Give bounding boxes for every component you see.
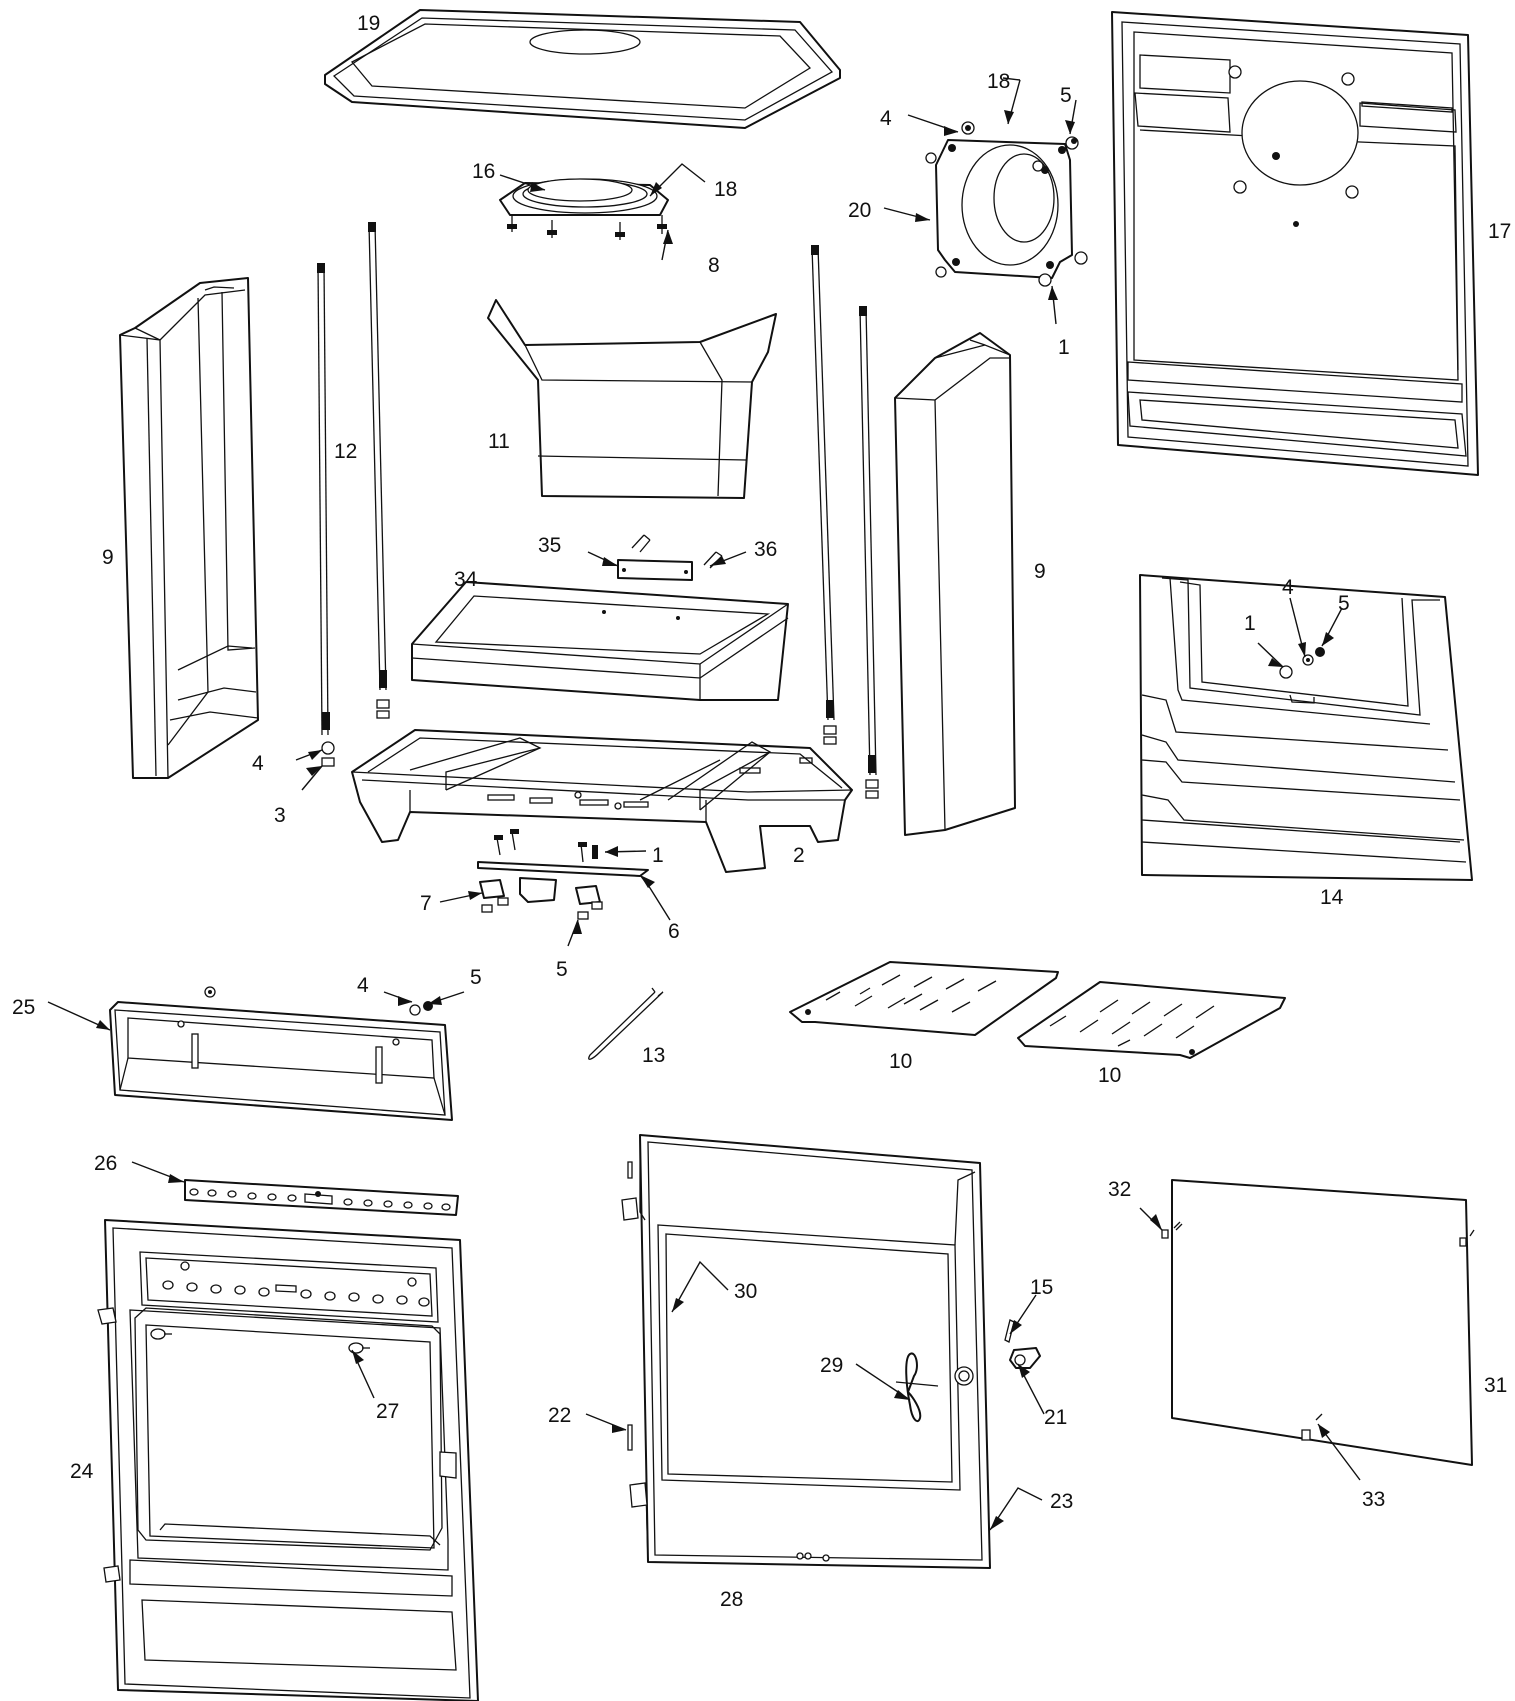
label-19: 19	[357, 12, 380, 35]
part-number-labels: 19 18 5 4 16 18 20 17 8 1 12 11 9 9 35 3…	[12, 12, 1511, 1611]
label-29: 29	[820, 1354, 843, 1377]
part-2-base	[351, 729, 853, 873]
label-10-left: 10	[889, 1050, 912, 1073]
label-25: 25	[12, 996, 35, 1019]
label-3: 3	[274, 804, 286, 827]
part-34-ash-pan	[411, 581, 789, 701]
label-32: 32	[1108, 1178, 1131, 1201]
label-20: 20	[848, 199, 871, 222]
label-5-liner: 5	[470, 966, 482, 989]
label-18-top: 18	[987, 70, 1010, 93]
label-4-liner: 4	[357, 974, 369, 997]
part-9-left-side-panel	[119, 277, 259, 779]
label-30: 30	[734, 1280, 757, 1303]
label-9-right: 9	[1034, 560, 1046, 583]
label-4-firebrick: 4	[1282, 576, 1294, 599]
label-27: 27	[376, 1400, 399, 1423]
label-9-left: 9	[102, 546, 114, 569]
label-31: 31	[1484, 1374, 1507, 1397]
label-5-top: 5	[1060, 84, 1072, 107]
label-22: 22	[548, 1404, 571, 1427]
label-1-top: 1	[1058, 336, 1070, 359]
label-14: 14	[1320, 886, 1344, 909]
label-8: 8	[708, 254, 720, 277]
label-28: 28	[720, 1588, 743, 1611]
label-17: 17	[1488, 220, 1511, 243]
part-26-air-slide	[184, 1179, 459, 1216]
part-20-flue-ring	[925, 121, 1088, 287]
part-10-grate-left	[789, 961, 1059, 1036]
label-24: 24	[70, 1460, 94, 1483]
part-19-top-plate	[324, 9, 841, 129]
label-33: 33	[1362, 1488, 1385, 1511]
part-11-baffle	[487, 299, 777, 499]
leader-arrowheads	[96, 110, 1334, 1530]
label-4-rod: 4	[252, 752, 264, 775]
part-10-grate-right	[1017, 981, 1286, 1059]
part-16-flue-collar	[499, 178, 669, 240]
part-6-7-grate-support	[477, 829, 649, 920]
part-24-front-door	[97, 1219, 479, 1701]
part-15-21-latch	[1004, 1319, 1041, 1369]
part-25-door-liner	[109, 986, 453, 1121]
label-12: 12	[334, 440, 357, 463]
label-18-collar: 18	[714, 178, 737, 201]
label-35: 35	[538, 534, 561, 557]
label-13: 13	[642, 1044, 665, 1067]
label-4-top: 4	[880, 107, 892, 130]
label-15: 15	[1030, 1276, 1053, 1299]
label-10-right: 10	[1098, 1064, 1121, 1087]
part-14-rear-firebrick	[1139, 574, 1473, 881]
label-5-firebrick: 5	[1338, 592, 1350, 615]
label-1-base: 1	[652, 844, 664, 867]
label-7: 7	[420, 892, 432, 915]
part-12-tie-rods	[317, 222, 879, 799]
label-2: 2	[793, 844, 805, 867]
part-31-glass-panel	[1161, 1179, 1475, 1466]
label-5-base: 5	[556, 958, 568, 981]
label-1-firebrick: 1	[1244, 612, 1256, 635]
label-26: 26	[94, 1152, 117, 1175]
label-6: 6	[668, 920, 680, 943]
label-36: 36	[754, 538, 777, 561]
label-23: 23	[1050, 1490, 1073, 1513]
label-11: 11	[488, 430, 510, 453]
label-16: 16	[472, 160, 495, 183]
part-28-main-door	[621, 1134, 991, 1569]
part-17-back-panel	[1111, 11, 1479, 476]
label-21: 21	[1044, 1406, 1067, 1429]
part-35-36-plate-and-pin	[617, 534, 723, 581]
part-9-right-side-panel	[894, 332, 1016, 836]
part-13-tool-hook	[588, 987, 664, 1060]
label-34: 34	[454, 568, 478, 591]
